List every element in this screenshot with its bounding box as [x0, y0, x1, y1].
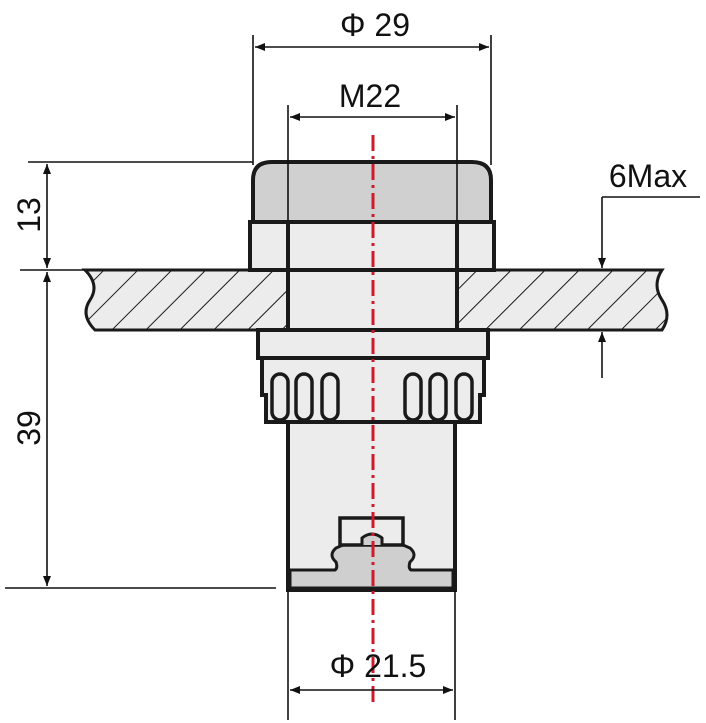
button-cap — [251, 160, 493, 224]
dimension-panel-thickness: 6Max — [598, 158, 700, 378]
dimension-body-diameter: Φ 21.5 — [287, 590, 456, 720]
dimension-thread: M22 — [287, 78, 458, 222]
body-length-label: 39 — [11, 410, 47, 446]
head-height-label: 13 — [11, 197, 47, 233]
panel-thickness-label: 6Max — [609, 158, 687, 194]
thread-label: M22 — [339, 78, 401, 114]
outer-diameter-label: Φ 29 — [340, 7, 410, 43]
dimension-outer-diameter: Φ 29 — [252, 7, 492, 165]
dimension-body-length: 39 — [5, 272, 276, 589]
mounting-panel — [81, 268, 669, 332]
body-diameter-label: Φ 21.5 — [330, 648, 427, 684]
dimension-head-height: 13 — [11, 161, 253, 271]
